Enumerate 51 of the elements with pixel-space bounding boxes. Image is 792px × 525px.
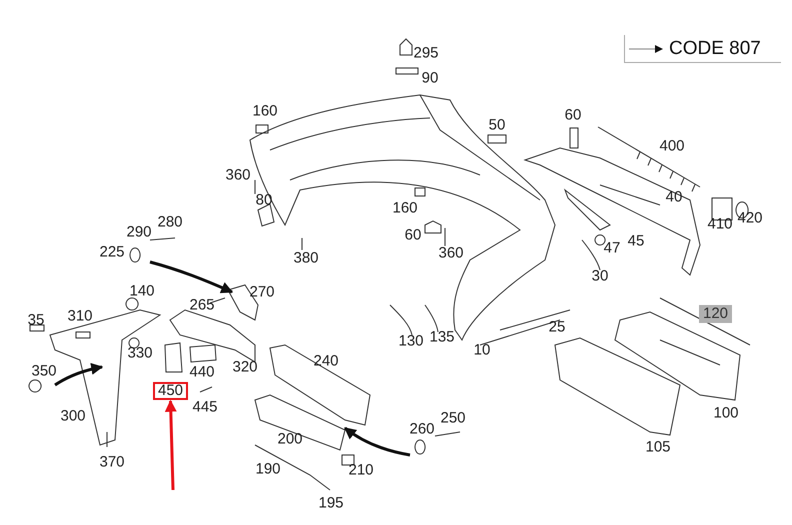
callout-number: 440 bbox=[189, 364, 215, 380]
callout-number: 90 bbox=[422, 70, 438, 86]
callout-number: 160 bbox=[252, 104, 278, 118]
callout-number: 370 bbox=[99, 454, 125, 470]
callout-number: 360 bbox=[438, 246, 464, 260]
callout-number: 320 bbox=[232, 360, 258, 374]
arrow bbox=[164, 400, 177, 490]
callout-number: 10 bbox=[474, 342, 490, 358]
callout-number: 360 bbox=[225, 168, 251, 182]
callout-number: 200 bbox=[277, 432, 303, 446]
callout-number: 40 bbox=[666, 190, 682, 204]
callout-highlight: 120 bbox=[699, 305, 732, 323]
code-text: CODE 807 bbox=[669, 38, 761, 60]
callout-number: 310 bbox=[67, 308, 93, 324]
callout-number: 350 bbox=[31, 364, 57, 378]
callout-number: 160 bbox=[392, 200, 418, 216]
callout-number: 380 bbox=[293, 250, 319, 266]
callout-number: 265 bbox=[189, 298, 215, 312]
code-box bbox=[624, 35, 781, 63]
callout-number: 25 bbox=[548, 320, 566, 334]
callout-number: 190 bbox=[255, 462, 281, 476]
callout-number: 330 bbox=[127, 346, 153, 360]
callout-number: 30 bbox=[592, 268, 608, 284]
callout-number: 140 bbox=[129, 284, 155, 298]
callout-number: 50 bbox=[488, 118, 506, 132]
callout-number: 100 bbox=[713, 406, 739, 420]
callout-number: 130 bbox=[398, 334, 424, 348]
callout-number: 47 bbox=[604, 240, 620, 256]
callout-number: 260 bbox=[409, 422, 435, 436]
callout-number: 210 bbox=[348, 462, 374, 478]
callout-number: 240 bbox=[313, 354, 339, 368]
callout-number: 280 bbox=[157, 214, 183, 230]
callout-number: 135 bbox=[429, 330, 455, 344]
callout-number: 290 bbox=[126, 224, 152, 240]
callout-number: 250 bbox=[440, 410, 466, 426]
callout-number: 400 bbox=[659, 138, 685, 154]
callout-number: 60 bbox=[564, 108, 582, 122]
callout-number: 445 bbox=[192, 400, 218, 414]
callout-number: 80 bbox=[256, 192, 272, 208]
callout-highlight: 450 bbox=[153, 382, 188, 400]
callout-number: 105 bbox=[645, 440, 671, 454]
callout-number: 295 bbox=[413, 46, 439, 60]
callout-number: 270 bbox=[249, 284, 275, 300]
callout-number: 225 bbox=[99, 244, 125, 260]
callout-number: 60 bbox=[404, 228, 422, 242]
callout-number: 300 bbox=[60, 408, 86, 424]
callout-number: 410 bbox=[707, 216, 733, 232]
callout-number: 35 bbox=[28, 312, 44, 328]
callout-number: 45 bbox=[628, 234, 644, 248]
callout-number: 195 bbox=[318, 496, 344, 510]
callout-number: 420 bbox=[737, 210, 763, 226]
